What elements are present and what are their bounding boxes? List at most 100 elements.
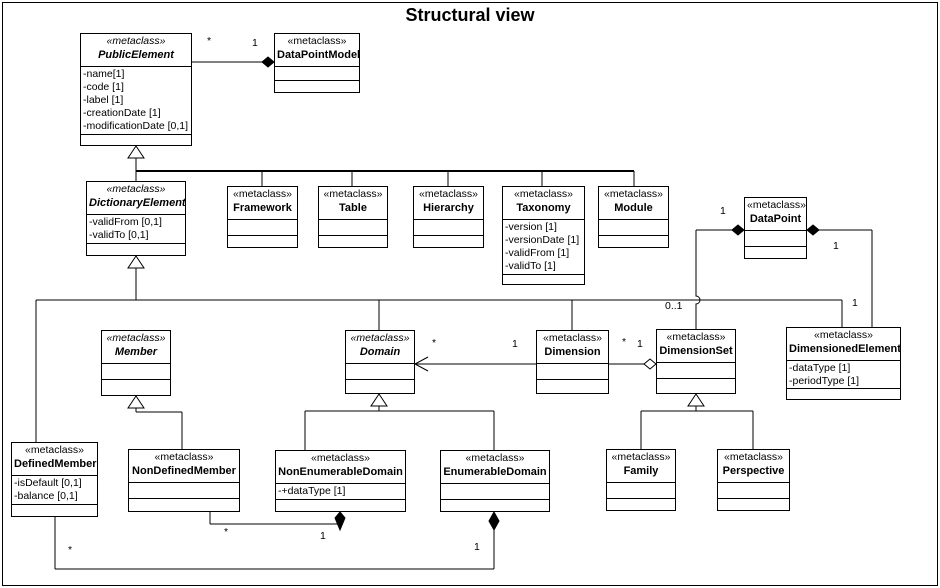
- attribute: -validFrom [0,1]: [89, 216, 162, 228]
- class-header: «metaclass» DimensionSet: [657, 330, 735, 363]
- attribute: -periodType [1]: [789, 375, 860, 387]
- class-name: DimensionSet: [659, 345, 733, 357]
- multiplicity-label: 1: [852, 297, 858, 309]
- attribute: -validFrom [1]: [505, 247, 570, 259]
- attribute-section: [745, 231, 806, 247]
- attribute: -modificationDate [0,1]: [83, 120, 189, 132]
- stereotype-label: «metaclass»: [106, 35, 166, 47]
- attribute-section: -validFrom [0,1] -validTo [0,1]: [87, 215, 185, 244]
- class-domain[interactable]: «metaclass» Domain: [345, 330, 415, 394]
- attribute-section: -version [1] -versionDate [1] -validFrom…: [503, 220, 584, 275]
- class-header: «metaclass» Module: [599, 187, 668, 220]
- class-name: EnumerableDomain: [443, 466, 547, 478]
- attribute-section: -+dataType [1]: [276, 484, 405, 500]
- stereotype-label: «metaclass»: [323, 188, 383, 200]
- attribute-section: [319, 220, 387, 236]
- class-name: DefinedMember: [14, 458, 97, 470]
- class-header: «metaclass» Family: [607, 450, 675, 483]
- class-defined-member[interactable]: «metaclass» DefinedMember -isDefault [0,…: [11, 442, 98, 517]
- class-data-point[interactable]: «metaclass» DataPoint: [744, 197, 807, 259]
- stereotype-label: «metaclass»: [724, 451, 783, 463]
- generalization-arrow: [370, 393, 388, 407]
- class-header: «metaclass» Hierarchy: [414, 187, 483, 220]
- attribute: -versionDate [1]: [505, 234, 580, 246]
- class-name: DataPoint: [749, 213, 802, 225]
- class-module[interactable]: «metaclass» Module: [598, 186, 669, 248]
- class-name: Module: [614, 202, 653, 214]
- attribute: -+dataType [1]: [278, 485, 346, 497]
- class-data-point-model[interactable]: «metaclass» DataPointModel: [274, 33, 360, 93]
- class-enumerable-domain[interactable]: «metaclass» EnumerableDomain: [440, 450, 550, 512]
- composition-diamond: [731, 224, 745, 236]
- stereotype-label: «metaclass»: [543, 332, 602, 344]
- class-taxonomy[interactable]: «metaclass» Taxonomy -version [1] -versi…: [502, 186, 585, 285]
- attribute-section: [228, 220, 297, 236]
- open-arrow: [413, 356, 429, 372]
- stereotype-label: «metaclass»: [747, 199, 806, 211]
- class-non-defined-member[interactable]: «metaclass» NonDefinedMember: [128, 449, 240, 512]
- class-name: Member: [114, 346, 158, 358]
- generalization-arrow: [687, 393, 705, 407]
- class-member[interactable]: «metaclass» Member: [101, 330, 171, 396]
- attribute-section: [718, 483, 789, 499]
- composition-diamond: [334, 511, 346, 532]
- attribute: -label [1]: [83, 94, 124, 106]
- class-dimension-set[interactable]: «metaclass» DimensionSet: [656, 329, 736, 394]
- attribute: -validTo [1]: [505, 260, 556, 272]
- attribute: -validTo [0,1]: [89, 229, 149, 241]
- attribute: -version [1]: [505, 221, 557, 233]
- multiplicity-label: *: [224, 526, 229, 538]
- class-header: «metaclass» NonDefinedMember: [129, 450, 239, 483]
- multiplicity-label: *: [207, 35, 212, 47]
- dp-ds-link: [695, 230, 701, 329]
- class-name: Domain: [359, 346, 401, 358]
- class-hierarchy[interactable]: «metaclass» Hierarchy: [413, 186, 484, 248]
- stereotype-label: «metaclass»: [814, 329, 873, 341]
- composition-diamond: [261, 56, 275, 68]
- multiplicity-label: *: [432, 337, 437, 349]
- class-framework[interactable]: «metaclass» Framework: [227, 186, 298, 248]
- stereotype-label: «metaclass»: [154, 451, 214, 463]
- class-table[interactable]: «metaclass» Table: [318, 186, 388, 248]
- attribute-section: [346, 364, 414, 380]
- class-family[interactable]: «metaclass» Family: [606, 449, 676, 511]
- class-non-enumerable-domain[interactable]: «metaclass» NonEnumerableDomain -+dataTy…: [275, 450, 406, 512]
- class-name: NonDefinedMember: [132, 465, 236, 477]
- attribute: -dataType [1]: [789, 362, 851, 374]
- attribute: -creationDate [1]: [83, 107, 161, 119]
- multiplicity-label: 0..1: [665, 300, 683, 312]
- class-name: Table: [339, 202, 367, 214]
- class-header: «metaclass» EnumerableDomain: [441, 451, 549, 484]
- multiplicity-label: 1: [637, 338, 643, 350]
- stereotype-label: «metaclass»: [106, 183, 166, 195]
- attribute-section: [129, 483, 239, 499]
- attribute-section: [537, 364, 608, 380]
- attribute-section: [657, 363, 735, 379]
- class-name: Perspective: [722, 465, 785, 477]
- stereotype-label: «metaclass»: [604, 188, 663, 200]
- attribute: -name[1]: [83, 68, 125, 80]
- class-perspective[interactable]: «metaclass» Perspective: [717, 449, 790, 511]
- class-name: DimensionedElement: [789, 343, 901, 355]
- class-header: «metaclass» DefinedMember: [12, 443, 97, 476]
- class-public-element[interactable]: «metaclass» PublicElement -name[1] -code…: [80, 33, 192, 146]
- multiplicity-label: 1: [252, 37, 258, 49]
- class-name: Family: [623, 465, 659, 477]
- class-dimensioned-element[interactable]: «metaclass» DimensionedElement -dataType…: [786, 327, 901, 400]
- class-header: «metaclass» Table: [319, 187, 387, 220]
- stereotype-label: «metaclass»: [233, 188, 292, 200]
- class-header: «metaclass» Perspective: [718, 450, 789, 483]
- generalization-arrow: [127, 145, 145, 159]
- class-header: «metaclass» Member: [102, 331, 170, 364]
- attribute-section: [441, 484, 549, 500]
- class-dictionary-element[interactable]: «metaclass» DictionaryElement -validFrom…: [86, 181, 186, 256]
- class-header: «metaclass» Taxonomy: [503, 187, 584, 220]
- class-name: NonEnumerableDomain: [278, 466, 403, 478]
- generalization-arrow: [127, 395, 145, 409]
- class-dimension[interactable]: «metaclass» Dimension: [536, 330, 609, 394]
- class-name: Taxonomy: [516, 202, 571, 214]
- stereotype-label: «metaclass»: [25, 444, 84, 456]
- attribute: -balance [0,1]: [14, 490, 78, 502]
